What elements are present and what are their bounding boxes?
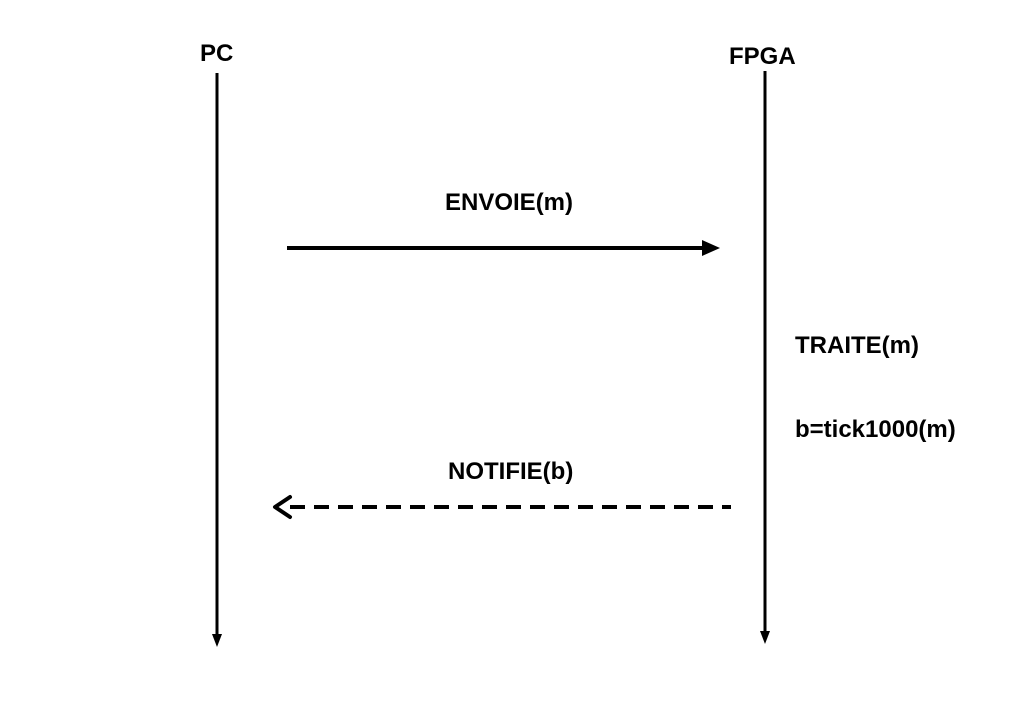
send-message-arrow bbox=[287, 240, 720, 256]
notify-message-label: NOTIFIE(b) bbox=[448, 458, 574, 485]
pc-lifeline bbox=[212, 73, 222, 647]
compute-action-label: b=tick1000(m) bbox=[795, 416, 956, 443]
process-action-label: TRAITE(m) bbox=[795, 332, 919, 359]
send-message-label: ENVOIE(m) bbox=[445, 189, 574, 216]
notify-message-arrow bbox=[273, 495, 731, 519]
pc-participant-label: PC bbox=[200, 40, 234, 67]
fpga-participant-label: FPGA bbox=[729, 43, 796, 70]
fpga-lifeline bbox=[760, 71, 770, 644]
